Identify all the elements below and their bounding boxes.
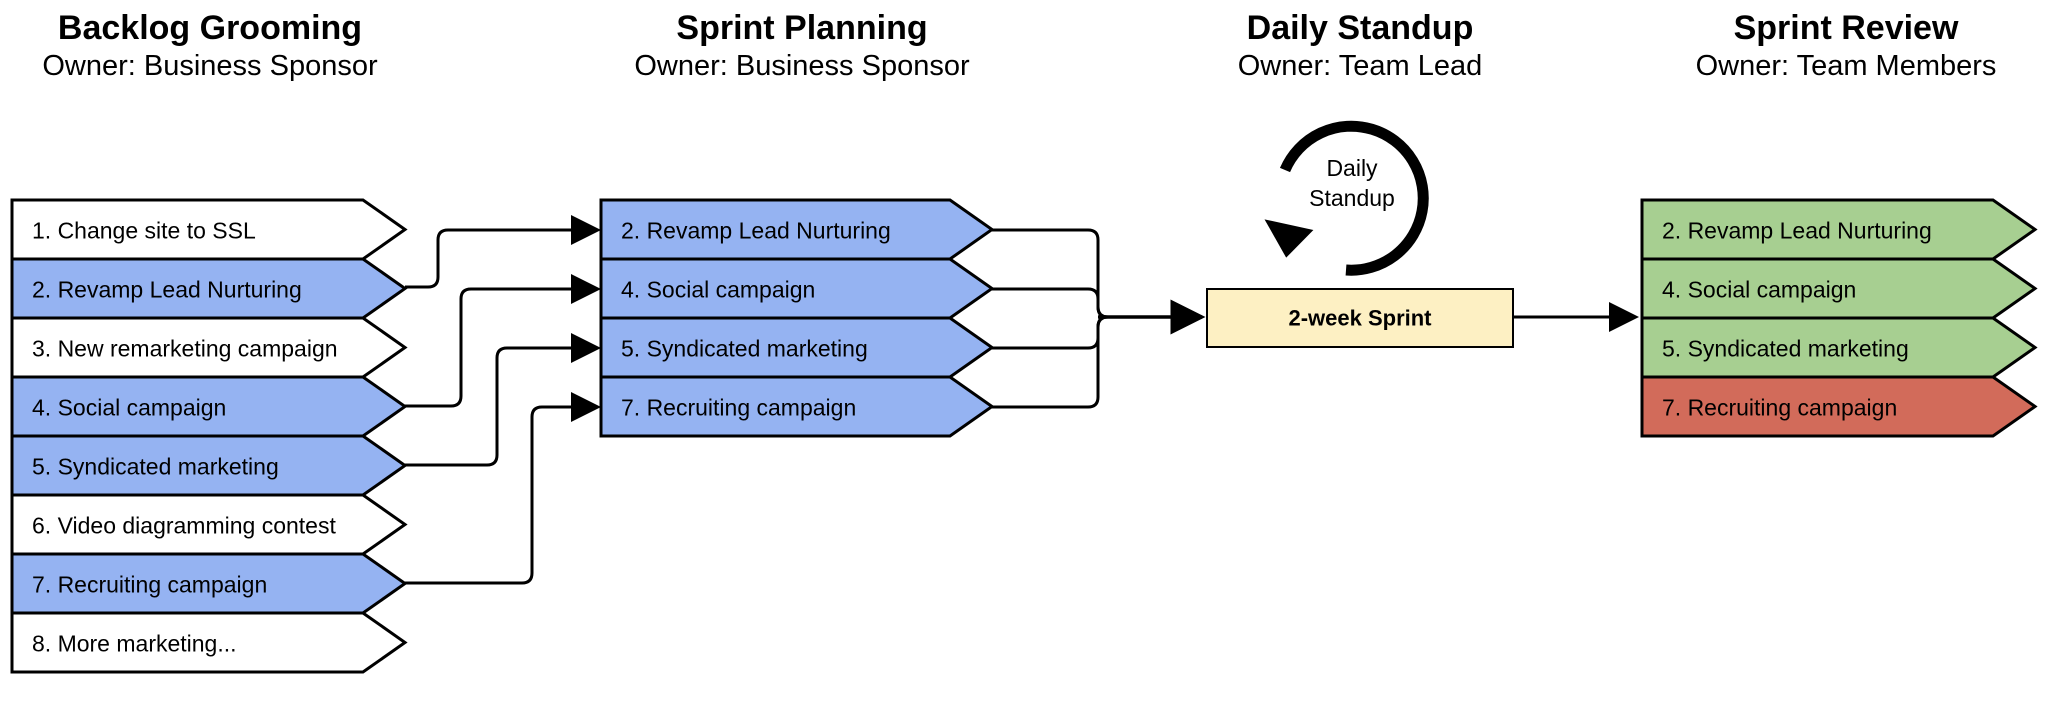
standup-owner: Owner: Team Lead [1237, 50, 1483, 82]
backlog-item-1: 1. Change site to SSL [10, 198, 408, 261]
backlog-chevron [10, 316, 408, 379]
review-header: Sprint Review Owner: Team Members [1616, 8, 2048, 84]
planning-chevron [599, 375, 995, 438]
review-chevron [1640, 375, 2038, 438]
backlog-title: Backlog Grooming [57, 9, 363, 47]
review-chevron [1640, 198, 2038, 261]
sprint-box: 2-week Sprint [1206, 288, 1514, 348]
planning-chevron [599, 198, 995, 261]
review-item-4: 7. Recruiting campaign [1640, 375, 2038, 438]
backlog-item-8: 8. More marketing... [10, 611, 408, 674]
daily-standup-loop: Daily Standup [1264, 120, 1429, 276]
planning-item-1: 2. Revamp Lead Nurturing [599, 198, 995, 261]
planning-item-3: 5. Syndicated marketing [599, 316, 995, 379]
planning-item-2: 4. Social campaign [599, 257, 995, 320]
connector-planning-4-to-sprint [992, 287, 1109, 319]
planning-item-label: 4. Social campaign [621, 277, 815, 303]
review-chevron [1640, 257, 2038, 320]
connectors [405, 215, 1639, 585]
backlog-item-label: 1. Change site to SSL [32, 218, 256, 244]
sprint-rect [1206, 288, 1514, 348]
backlog-item-label: 8. More marketing... [32, 631, 237, 657]
connector-backlog-5-to-planning [405, 333, 601, 467]
planning-column: 2. Revamp Lead Nurturing 4. Social campai… [599, 198, 995, 438]
backlog-chevron [10, 198, 408, 261]
backlog-item-3: 3. New remarketing campaign [10, 316, 408, 379]
connector-backlog-2-to-planning [405, 215, 601, 289]
planning-title: Sprint Planning [676, 9, 928, 47]
loop-label-line2: Standup [1309, 185, 1395, 211]
backlog-item-label: 4. Social campaign [32, 395, 226, 421]
connector-planning-7-to-sprint [992, 315, 1109, 409]
backlog-chevron [10, 434, 408, 497]
review-item-3: 5. Syndicated marketing [1640, 316, 2038, 379]
planning-owner: Owner: Business Sponsor [634, 50, 970, 82]
review-column: 2. Revamp Lead Nurturing 4. Social campai… [1640, 198, 2038, 438]
planning-item-label: 2. Revamp Lead Nurturing [621, 218, 891, 244]
backlog-item-4: 4. Social campaign [10, 375, 408, 438]
backlog-column: 1. Change site to SSL 2. Revamp Lead Nurt… [10, 198, 408, 674]
connector-backlog-7-to-planning [405, 392, 601, 585]
sprint-label: 2-week Sprint [1288, 306, 1432, 331]
planning-item-label: 7. Recruiting campaign [621, 395, 856, 421]
connector-planning-2-to-sprint [992, 228, 1109, 319]
review-chevron [1640, 316, 2038, 379]
review-item-label: 2. Revamp Lead Nurturing [1662, 218, 1932, 244]
backlog-item-5: 5. Syndicated marketing [10, 434, 408, 497]
backlog-item-7: 7. Recruiting campaign [10, 552, 408, 615]
standup-title: Daily Standup [1246, 9, 1474, 47]
backlog-item-6: 6. Video diagramming contest [10, 493, 408, 556]
planning-chevron [599, 257, 995, 320]
backlog-item-label: 3. New remarketing campaign [32, 336, 338, 362]
backlog-chevron [10, 552, 408, 615]
review-item-label: 4. Social campaign [1662, 277, 1856, 303]
backlog-owner: Owner: Business Sponsor [42, 50, 378, 82]
connector-planning-5-to-sprint [992, 315, 1109, 350]
review-owner: Owner: Team Members [1695, 50, 1997, 82]
backlog-item-label: 2. Revamp Lead Nurturing [32, 277, 302, 303]
loop-circle [1279, 120, 1429, 276]
standup-header: Daily Standup Owner: Team Lead [1130, 8, 1590, 84]
review-item-1: 2. Revamp Lead Nurturing [1640, 198, 2038, 261]
backlog-item-label: 5. Syndicated marketing [32, 454, 279, 480]
backlog-item-2: 2. Revamp Lead Nurturing [10, 257, 408, 320]
loop-label-line1: Daily [1326, 155, 1378, 181]
planning-chevron [599, 316, 995, 379]
connector-backlog-4-to-planning [405, 274, 601, 408]
review-item-label: 7. Recruiting campaign [1662, 395, 1897, 421]
review-item-label: 5. Syndicated marketing [1662, 336, 1909, 362]
planning-header: Sprint Planning Owner: Business Sponsor [572, 8, 1032, 84]
backlog-item-label: 6. Video diagramming contest [32, 513, 336, 539]
loop-arrowhead-icon [1264, 219, 1314, 258]
planning-item-4: 7. Recruiting campaign [599, 375, 995, 438]
backlog-chevron [10, 257, 408, 320]
review-item-2: 4. Social campaign [1640, 257, 2038, 320]
planning-item-label: 5. Syndicated marketing [621, 336, 868, 362]
backlog-chevron [10, 493, 408, 556]
backlog-chevron [10, 611, 408, 674]
backlog-header: Backlog Grooming Owner: Business Sponsor [0, 8, 440, 84]
review-title: Sprint Review [1733, 9, 1959, 47]
backlog-item-label: 7. Recruiting campaign [32, 572, 267, 598]
backlog-chevron [10, 375, 408, 438]
